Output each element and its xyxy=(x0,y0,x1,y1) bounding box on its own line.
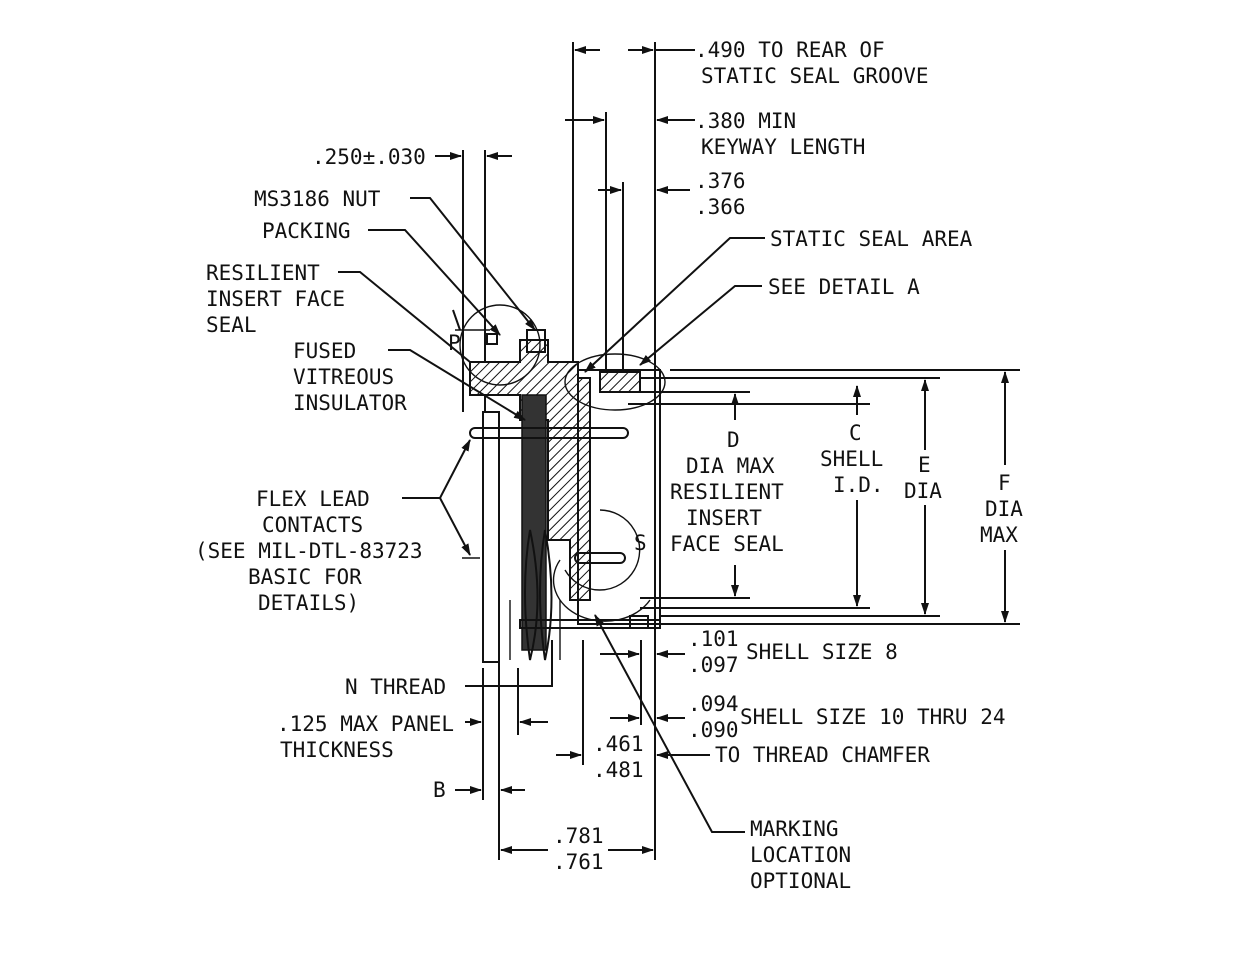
label-panel-1: .125 MAX PANEL xyxy=(277,712,454,736)
label-e-2: DIA xyxy=(904,479,942,503)
label-dim-461: .461 xyxy=(593,732,644,756)
label-packing: PACKING xyxy=(262,219,351,243)
label-d-4: INSERT xyxy=(686,506,762,530)
label-d-5: FACE SEAL xyxy=(670,532,784,556)
label-dim-090: .090 xyxy=(688,718,739,742)
label-dim-101: .101 xyxy=(688,627,739,651)
label-dim-761: .761 xyxy=(553,850,604,874)
label-static-seal: STATIC SEAL AREA xyxy=(770,227,973,251)
label-dim-097: .097 xyxy=(688,653,739,677)
labels: .490 TO REAR OF STATIC SEAL GROOVE .380 … xyxy=(195,38,1023,893)
label-fused-2: VITREOUS xyxy=(293,365,394,389)
label-p: P xyxy=(448,331,461,355)
label-flex-5: DETAILS) xyxy=(258,591,359,615)
label-detail-a: SEE DETAIL A xyxy=(768,275,920,299)
dimension-lines xyxy=(435,46,1009,854)
label-c-1: C xyxy=(849,421,862,445)
label-d-3: RESILIENT xyxy=(670,480,784,504)
label-shell8: SHELL SIZE 8 xyxy=(746,640,898,664)
label-d-1: D xyxy=(727,428,740,452)
diameter-extension-lines xyxy=(628,369,1020,625)
label-dim-481: .481 xyxy=(593,758,644,782)
label-s: S xyxy=(634,531,647,555)
label-flex-3: (SEE MIL-DTL-83723 xyxy=(195,539,423,563)
label-dim-781: .781 xyxy=(553,824,604,848)
label-marking-3: OPTIONAL xyxy=(750,869,851,893)
extension-lines xyxy=(462,42,656,860)
label-dim-366: .366 xyxy=(695,195,746,219)
label-resilient-1: RESILIENT xyxy=(206,261,320,285)
label-chamfer: TO THREAD CHAMFER xyxy=(715,743,930,767)
label-n-thread: N THREAD xyxy=(345,675,446,699)
label-e-1: E xyxy=(918,453,931,477)
label-rear-groove-2: STATIC SEAL GROOVE xyxy=(701,64,929,88)
label-b: B xyxy=(433,778,446,802)
label-rear-groove-1: .490 TO REAR OF xyxy=(695,38,885,62)
label-keyway-1: .380 MIN xyxy=(695,109,796,133)
label-shell10: SHELL SIZE 10 THRU 24 xyxy=(740,705,1006,729)
label-flex-2: CONTACTS xyxy=(262,513,363,537)
label-f-2: DIA xyxy=(985,497,1023,521)
label-c-2: SHELL xyxy=(820,447,883,471)
label-dim-094: .094 xyxy=(688,692,739,716)
label-flex-1: FLEX LEAD xyxy=(256,487,370,511)
label-keyway-2: KEYWAY LENGTH xyxy=(701,135,865,159)
label-f-1: F xyxy=(998,471,1011,495)
label-f-3: MAX xyxy=(980,523,1018,547)
label-dim-250: .250±.030 xyxy=(312,145,426,169)
label-marking-1: MARKING xyxy=(750,817,839,841)
label-panel-2: THICKNESS xyxy=(280,738,394,762)
label-marking-2: LOCATION xyxy=(750,843,851,867)
label-fused-3: INSULATOR xyxy=(293,391,407,415)
label-dim-376: .376 xyxy=(695,169,746,193)
label-nut: MS3186 NUT xyxy=(254,187,381,211)
label-c-3: I.D. xyxy=(833,473,884,497)
label-fused-1: FUSED xyxy=(293,339,356,363)
label-flex-4: BASIC FOR xyxy=(248,565,362,589)
label-d-2: DIA MAX xyxy=(686,454,775,478)
label-resilient-3: SEAL xyxy=(206,313,257,337)
detail-circles xyxy=(455,304,666,622)
leader-lines xyxy=(338,197,765,833)
connector-body xyxy=(462,329,661,663)
label-resilient-2: INSERT FACE xyxy=(206,287,345,311)
